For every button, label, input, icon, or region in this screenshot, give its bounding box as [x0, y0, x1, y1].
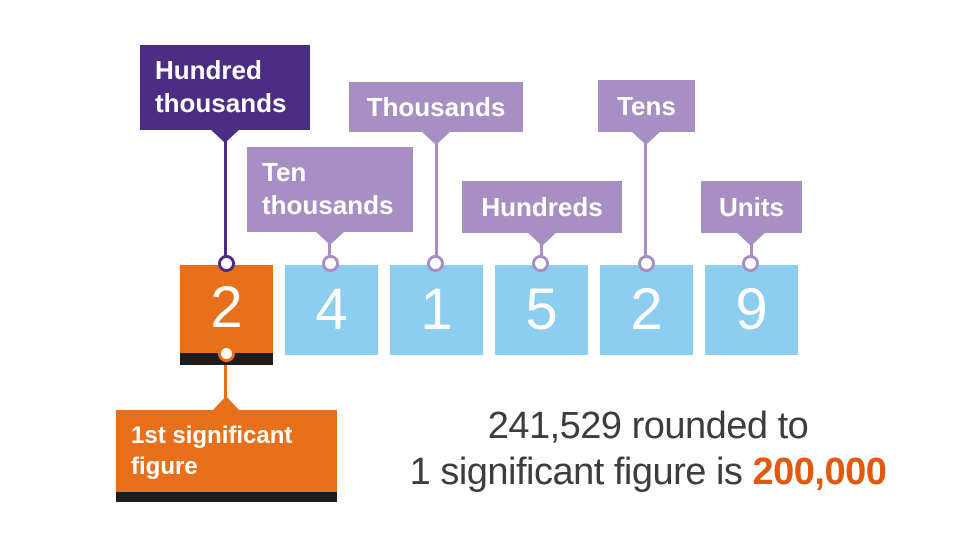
digit-box-units: 9: [705, 265, 798, 355]
connector-line-significant-figure: [224, 358, 227, 400]
connector-dot-significant-figure: [218, 345, 235, 362]
callout-units: Units: [701, 181, 802, 233]
callout-label: Thousands: [366, 91, 506, 122]
digit-box-ten-thousands: 4: [285, 265, 378, 355]
caption-line-2: 1 significant figure is 200,000: [320, 449, 976, 495]
connector-line-tens: [644, 143, 647, 258]
digit: 4: [315, 277, 348, 342]
underline-bar: [116, 492, 337, 502]
callout-pointer: [527, 232, 557, 246]
digit: 9: [735, 277, 768, 342]
callout-pointer: [210, 129, 240, 143]
caption-line-2-text: 1 significant figure is: [409, 451, 753, 493]
callout-label: Hundreds: [481, 191, 603, 222]
callout-pointer-up: [213, 396, 239, 410]
connector-dot-hundred-thousands: [218, 255, 235, 272]
connector-dot-ten-thousands: [322, 255, 339, 272]
callout-label: 1st significant: [131, 422, 293, 449]
digit: 1: [420, 277, 453, 342]
digit: 2: [630, 277, 663, 342]
callout-hundred-thousands: Hundred thousands: [140, 45, 310, 130]
callout-label: Tens: [617, 90, 676, 121]
digit-box-hundreds: 5: [495, 265, 588, 355]
callout-pointer: [736, 232, 766, 246]
callout-pointer: [315, 231, 345, 245]
connector-line-units: [750, 244, 753, 258]
caption-line-1: 241,529 rounded to: [487, 405, 809, 447]
connector-dot-tens: [638, 255, 655, 272]
callout-tens: Tens: [598, 80, 695, 132]
digit-box-tens: 2: [600, 265, 693, 355]
digit: 2: [210, 275, 243, 340]
callout-thousands: Thousands: [349, 82, 523, 132]
connector-dot-units: [742, 255, 759, 272]
callout-label: Hundred: [155, 55, 262, 85]
connector-line-hundred-thousands: [224, 141, 227, 258]
connector-line-ten-thousands: [328, 243, 331, 258]
callout-1st-significant-figure: 1st significant figure: [116, 410, 337, 502]
caption: 241,529 rounded to 1 significant figure …: [320, 403, 976, 495]
callout-label: figure: [131, 453, 198, 481]
connector-dot-hundreds: [532, 255, 549, 272]
callout-label: Ten: [262, 157, 307, 187]
callout-label: thousands: [155, 87, 287, 118]
callout-pointer: [631, 131, 661, 145]
digit: 5: [525, 277, 558, 342]
callout-hundreds: Hundreds: [462, 181, 622, 233]
callout-pointer: [421, 131, 451, 145]
callout-label: Units: [719, 191, 784, 222]
rounded-result: 200,000: [752, 451, 887, 493]
connector-line-hundreds: [540, 244, 543, 258]
connector-dot-thousands: [427, 255, 444, 272]
digit-box-thousands: 1: [390, 265, 483, 355]
callout-label: thousands: [262, 189, 394, 220]
callout-ten-thousands: Ten thousands: [247, 147, 413, 232]
connector-line-thousands: [435, 142, 438, 258]
